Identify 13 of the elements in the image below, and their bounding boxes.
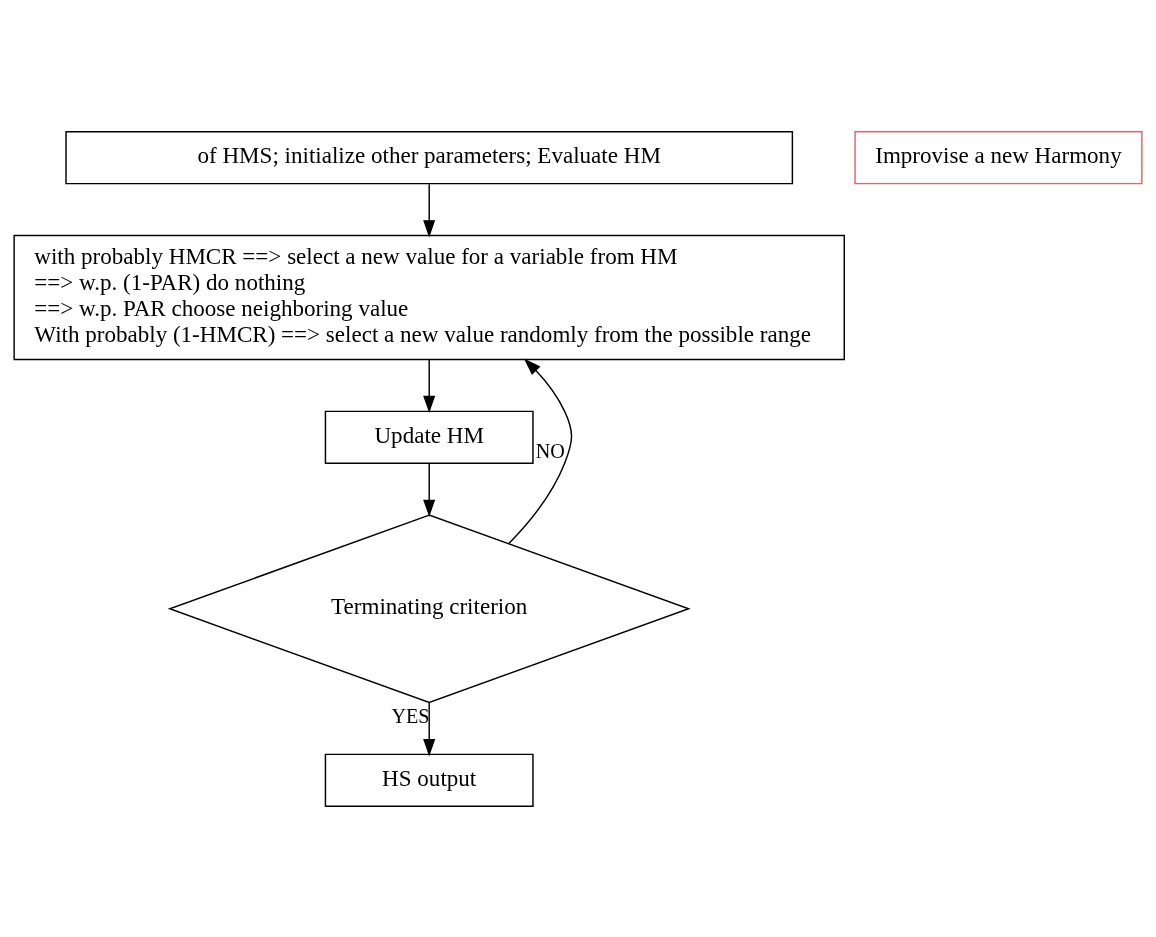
arrow (507, 358, 573, 544)
node-box: with probably HMCR ==> select a new value for a variable from HM ==> w.p. (1-PAR) do nothing ==> w.p. PAR choose neighboring value With probably (1-HMCR) ==> select a new value randomly from the possible range (13, 234, 845, 360)
arrow (423, 462, 436, 517)
arrow (423, 358, 436, 413)
node-box: Update HM (324, 410, 534, 464)
node-box: Improvise a new Harmony (854, 130, 1143, 184)
node-box: HS output (324, 753, 534, 807)
edge-label: NO (535, 439, 565, 462)
node-box: of HMS; initialize other parameters; Evaluate HM (65, 130, 794, 184)
edge-label: YES (391, 704, 430, 727)
arrow (423, 701, 436, 756)
node-diamond: Terminating criterion (167, 513, 691, 703)
arrow (423, 183, 436, 237)
